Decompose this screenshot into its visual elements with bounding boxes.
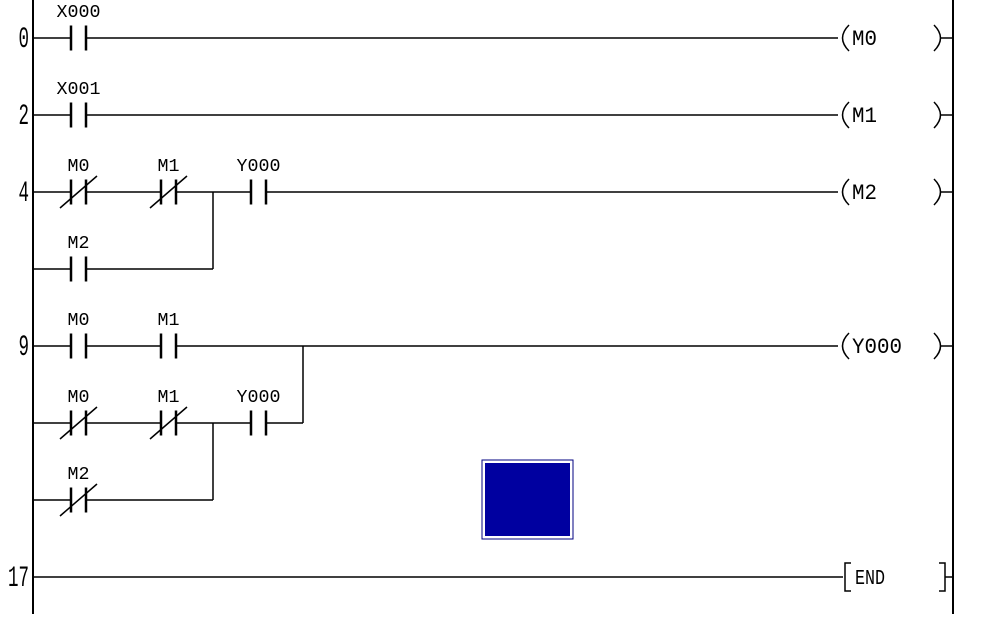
- rung-17: 17 END: [8, 562, 953, 596]
- coil-open-paren: [841, 24, 850, 52]
- operand-label: X000: [57, 3, 101, 23]
- contact-nc-m1[interactable]: M1: [149, 388, 188, 440]
- coil-close-paren: [933, 24, 942, 52]
- contact-no-y000[interactable]: Y000: [237, 388, 281, 436]
- coil-m0[interactable]: M0: [841, 24, 954, 52]
- operand-label: M2: [68, 465, 90, 485]
- operand-label: Y000: [237, 157, 281, 177]
- nc-slash: [59, 175, 98, 209]
- step-number: 9: [19, 331, 30, 365]
- coil-close-paren: [933, 332, 942, 360]
- coil-open-paren: [841, 101, 850, 129]
- instr-close-bracket: [939, 562, 946, 592]
- step-number: 17: [8, 562, 29, 596]
- operand-label: Y000: [237, 388, 281, 408]
- coil-m1[interactable]: M1: [841, 101, 954, 129]
- nc-slash: [149, 406, 188, 440]
- contact-nc-m1[interactable]: M1: [149, 157, 188, 209]
- operand-label: M2: [68, 234, 90, 254]
- instruction-end[interactable]: END: [844, 562, 953, 592]
- operand-label: M0: [68, 388, 90, 408]
- contact-no-m2[interactable]: M2: [68, 234, 90, 282]
- step-number: 0: [19, 23, 30, 57]
- operand-label: M0: [68, 311, 90, 331]
- nc-slash: [59, 406, 98, 440]
- coil-label: M1: [852, 104, 877, 129]
- contact-no-x000[interactable]: X000: [57, 3, 101, 51]
- step-number: 4: [19, 177, 30, 211]
- contact-no-m1[interactable]: M1: [158, 311, 180, 359]
- operand-label: M1: [158, 311, 180, 331]
- coil-label: Y000: [852, 335, 902, 360]
- coil-open-paren: [841, 178, 850, 206]
- operand-label: X001: [57, 80, 101, 100]
- contact-no-x001[interactable]: X001: [57, 80, 101, 128]
- operand-label: M1: [158, 157, 180, 177]
- contact-no-y000[interactable]: Y000: [237, 157, 281, 205]
- coil-label: M0: [852, 27, 877, 52]
- coil-m2[interactable]: M2: [841, 178, 954, 206]
- coil-close-paren: [933, 178, 942, 206]
- nc-slash: [149, 175, 188, 209]
- coil-close-paren: [933, 101, 942, 129]
- edit-cursor[interactable]: [481, 459, 574, 540]
- nc-slash: [59, 483, 98, 517]
- instruction-label: END: [855, 568, 885, 591]
- contact-nc-m0[interactable]: M0: [59, 157, 98, 209]
- contact-nc-m2[interactable]: M2: [59, 465, 98, 517]
- step-number: 2: [19, 100, 30, 134]
- operand-label: M1: [158, 388, 180, 408]
- coil-open-paren: [841, 332, 850, 360]
- coil-label: M2: [852, 181, 877, 206]
- operand-label: M0: [68, 157, 90, 177]
- coil-y000[interactable]: Y000: [841, 332, 954, 360]
- contact-no-m0[interactable]: M0: [68, 311, 90, 359]
- instr-open-bracket: [844, 562, 851, 592]
- contact-nc-m0[interactable]: M0: [59, 388, 98, 440]
- edit-cursor-fill: [485, 463, 570, 536]
